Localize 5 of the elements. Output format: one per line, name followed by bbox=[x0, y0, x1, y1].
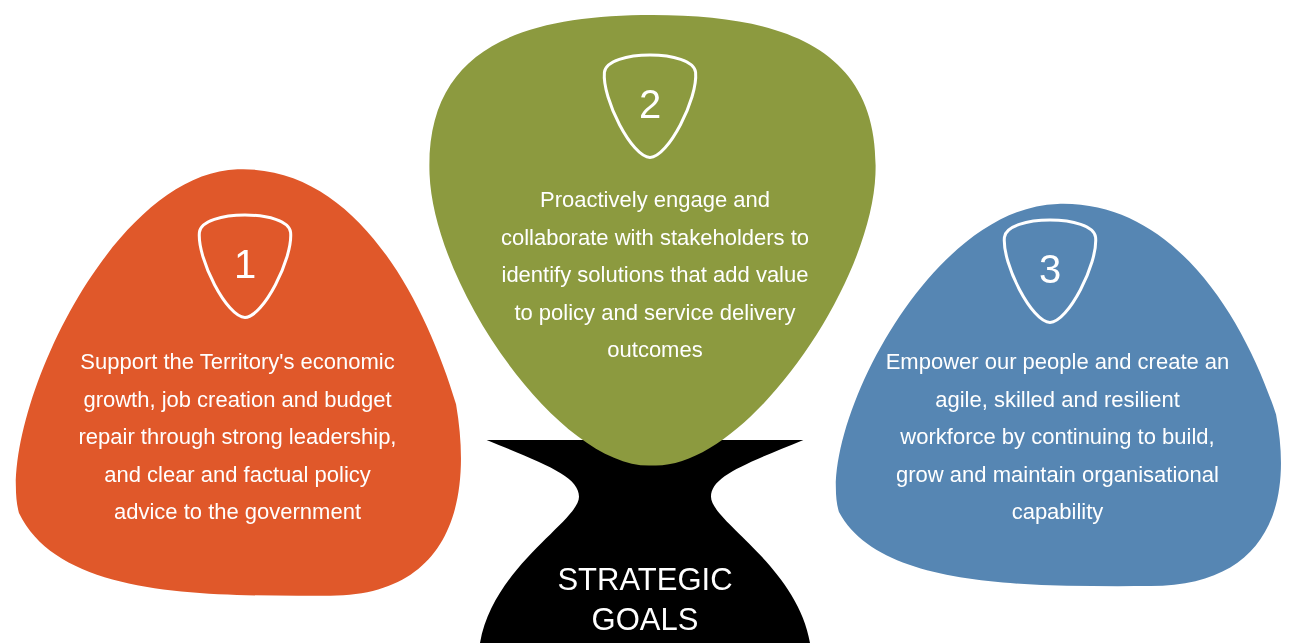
goal-text: Support the Territory's economic growth, job creation and budget repair through strong leadership, and clear and factual policy advice to the government bbox=[77, 348, 398, 526]
goal-text: Proactively engage and collaborate with stakeholders to identify solutions that add value to policy and service delivery outcomes bbox=[500, 186, 810, 364]
goal-text: Empower our people and create an agile, skilled and resilient workforce by continuing to build, grow and maintain organisational capability bbox=[885, 348, 1230, 526]
title-text: STRATEGIC GOALS bbox=[556, 561, 734, 639]
stem-shape bbox=[480, 440, 810, 643]
